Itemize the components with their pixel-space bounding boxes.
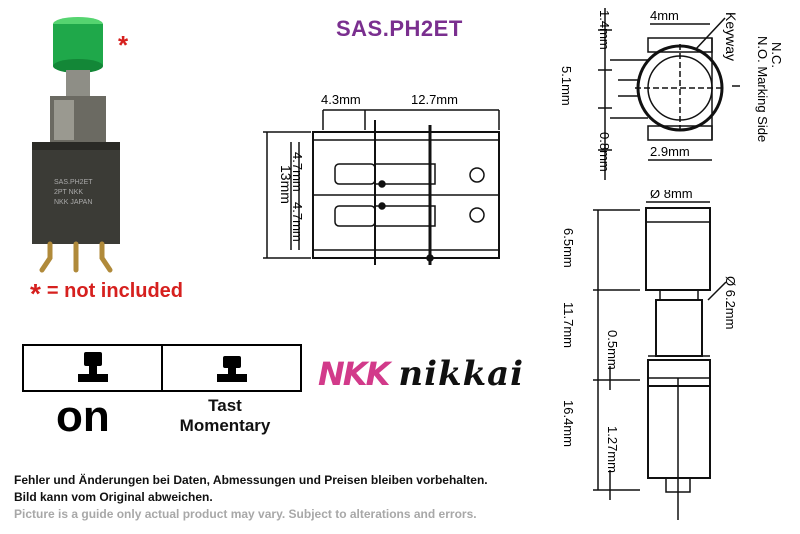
dim-4-3: 4.3mm — [321, 92, 361, 107]
disclaimer-de-1: Fehler und Änderungen bei Daten, Abmessu… — [14, 473, 488, 487]
dim-4-7-a: 4.7mm — [290, 152, 305, 192]
dim-4-7-b: 4.7mm — [290, 202, 305, 242]
dim-5-1: 5.1mm — [559, 66, 574, 106]
function-cell-on — [24, 346, 161, 390]
function-table — [22, 344, 302, 392]
dim-11-7: 11.7mm — [561, 302, 576, 348]
tast-text: Tast — [208, 396, 242, 415]
function-cell-momentary — [161, 346, 300, 390]
asterisk-marker: * — [118, 30, 129, 60]
dim-6-5: 6.5mm — [561, 228, 576, 268]
product-label-2: 2PT NKK — [54, 189, 83, 196]
dim-1-4: 1.4mm — [597, 10, 612, 50]
dim-dia-6-2: Ø 6.2mm — [723, 276, 738, 329]
function-on-label: on — [56, 392, 110, 441]
keyway-label: Keyway — [723, 12, 739, 61]
nikkai-logo: nikkai — [398, 354, 525, 394]
product-label-1: SAS.PH2ET — [54, 179, 93, 186]
nkk-logo: NKK — [318, 355, 390, 393]
dim-0-8: 0.8mm — [597, 132, 612, 172]
page-title: SAS.PH2ET — [336, 16, 463, 41]
dim-2-9: 2.9mm — [650, 144, 690, 159]
disclaimer-en: Picture is a guide only actual product m… — [14, 507, 477, 521]
disclaimer-de-2: Bild kann vom Original abweichen. — [14, 490, 213, 504]
dim-16-4: 16.4mm — [561, 400, 576, 447]
switch-cap — [53, 17, 103, 73]
function-momentary-label: Tast Momentary — [170, 396, 280, 436]
dim-4mm: 4mm — [650, 8, 679, 23]
front-view-drawing: Ø 8mm 6.5mm Ø 6.2mm 11.7mm 0.5mm 16.4mm … — [561, 190, 738, 520]
no-marking-label: N.O. Marking Side — [755, 36, 770, 142]
dim-1-27: 1.27mm — [605, 426, 620, 473]
footnote-star: * — [30, 278, 41, 309]
product-photo: SAS.PH2ET 2PT NKK NKK JAPAN — [32, 17, 120, 273]
dim-12-7: 12.7mm — [411, 92, 458, 107]
brand-logo: NKK nikkai — [318, 354, 524, 394]
momentary-text: Momentary — [179, 416, 271, 435]
product-label-3: NKK JAPAN — [54, 199, 92, 206]
switch-pins — [39, 241, 113, 273]
not-included-note: *= not included — [30, 278, 183, 310]
button-pressed-icon — [77, 352, 108, 382]
button-momentary-icon — [216, 356, 247, 382]
side-view-drawing: 1.4mm 4mm 5.1mm 0.8mm 2.9mm Keyway N.C. … — [559, 8, 784, 180]
disclaimer: Fehler und Änderungen bei Daten, Abmessu… — [14, 472, 488, 523]
dim-dia-8: Ø 8mm — [650, 190, 693, 201]
dim-0-5: 0.5mm — [605, 330, 620, 370]
footnote-text: = not included — [46, 280, 184, 302]
dim-13: 13mm — [278, 165, 294, 204]
nc-label: N.C. — [769, 42, 784, 68]
top-view-drawing: 4.3mm 12.7mm 13mm 4.7mm 4.7mm — [263, 92, 500, 265]
